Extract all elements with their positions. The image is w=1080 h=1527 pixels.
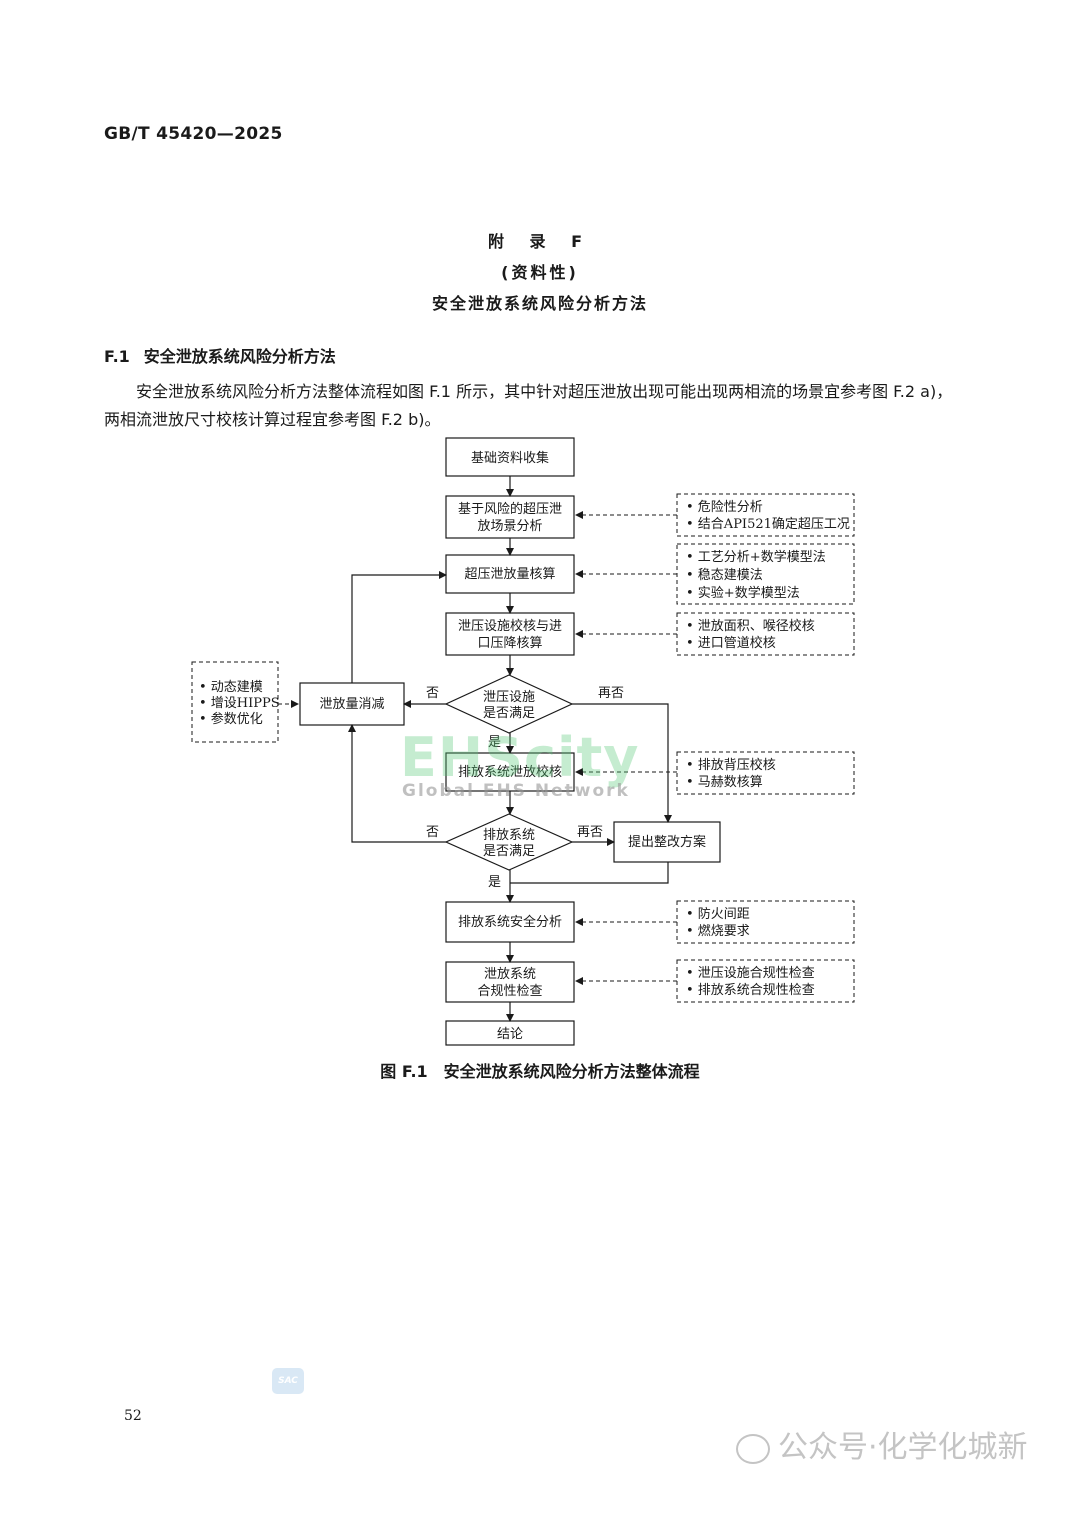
text-conclusion: 结论 <box>497 1027 523 1042</box>
figure-caption: 图 F.1 安全泄放系统风险分析方法整体流程 <box>0 1058 1080 1082</box>
text-d1-2: 是否满足 <box>483 706 535 721</box>
note-1-line-1: • 危险性分析 <box>686 500 763 515</box>
note-4-line-1: • 排放背压校核 <box>686 757 776 773</box>
appendix-type: (资料性) <box>501 263 579 282</box>
note-2-line-1: • 工艺分析+数学模型法 <box>686 549 826 565</box>
wechat-icon <box>736 1433 770 1464</box>
box-safety <box>445 901 575 943</box>
box-rectify <box>613 821 721 863</box>
text-device-2: 口压降核算 <box>477 636 542 651</box>
section-title: 安全泄放系统风险分析方法 <box>143 347 336 366</box>
note-left-line-1: • 动态建模 <box>199 680 263 695</box>
label-again-no-2: 再否 <box>577 825 603 840</box>
text-reduce: 泄放量消减 <box>319 697 384 712</box>
text-d2-2: 是否满足 <box>483 844 535 859</box>
text-relief-calc: 超压泄放量核算 <box>464 567 555 582</box>
text-collect: 基础资料收集 <box>471 450 549 466</box>
box-reduce <box>299 682 405 726</box>
appendix-title: 附 录 F <box>487 232 593 251</box>
figure-title: 安全泄放系统风险分析方法整体流程 <box>443 1062 700 1081</box>
section-number: F.1 <box>104 347 130 366</box>
text-safety: 排放系统安全分析 <box>458 914 562 930</box>
label-again-no-1: 再否 <box>598 686 624 701</box>
text-scenario-1: 基于风险的超压泄 <box>458 501 562 517</box>
text-scenario-2: 放场景分析 <box>477 519 542 534</box>
label-no-2: 否 <box>426 825 439 840</box>
text-compliance-1: 泄放系统 <box>484 967 536 982</box>
label-yes-2: 是 <box>488 875 501 890</box>
note-6-line-1: • 泄压设施合规性检查 <box>686 966 815 981</box>
note-1-line-2: • 结合API521确定超压工况 <box>686 517 850 532</box>
appendix-name: 安全泄放系统风险分析方法 <box>431 294 648 313</box>
label-no-1: 否 <box>426 686 439 701</box>
watermark-main: EHScity <box>400 726 640 789</box>
text-rectify: 提出整改方案 <box>628 834 706 850</box>
note-box-4 <box>676 751 855 795</box>
footer-watermark: 公众号·化学化城新 <box>736 1422 1028 1466</box>
text-discharge-check: 排放系统泄放校核 <box>458 764 562 780</box>
decision-discharge <box>444 813 574 871</box>
figure-number: 图 F.1 <box>380 1062 428 1081</box>
text-compliance-2: 合规性检查 <box>477 984 542 999</box>
watermark-sub: Global EHS Network <box>402 781 630 801</box>
note-2-line-3: • 实验+数学模型法 <box>686 585 800 601</box>
note-3-line-1: • 泄放面积、喉径校核 <box>686 618 815 634</box>
note-3-line-2: • 进口管道校核 <box>686 635 776 651</box>
note-4-line-2: • 马赫数核算 <box>686 775 763 790</box>
note-5-line-1: • 防火间距 <box>686 906 750 922</box>
note-left-line-3: • 参数优化 <box>199 711 263 727</box>
note-6-line-2: • 排放系统合规性检查 <box>686 983 815 998</box>
text-device-1: 泄压设施校核与进 <box>458 618 562 634</box>
section-heading: F.1 安全泄放系统风险分析方法 <box>104 343 336 367</box>
text-d2-1: 排放系统 <box>483 828 535 843</box>
note-5-line-2: • 燃烧要求 <box>686 923 750 939</box>
label-yes-1: 是 <box>488 735 501 750</box>
note-box-left <box>191 661 279 743</box>
text-d1-1: 泄压设施 <box>483 690 535 705</box>
section-paragraph: 安全泄放系统风险分析方法整体流程如图 F.1 所示，其中针对超压泄放出现可能出现… <box>104 382 953 429</box>
footer-text: 公众号·化学化城新 <box>778 1430 1028 1465</box>
note-left-line-2: • 增设HIPPS <box>199 696 280 711</box>
note-2-line-2: • 稳态建模法 <box>686 567 763 583</box>
standard-code: GB/T 45420—2025 <box>104 124 283 144</box>
decision-device <box>444 674 574 734</box>
sac-logo: SAC <box>272 1368 304 1394</box>
page-number: 52 <box>124 1408 142 1424</box>
